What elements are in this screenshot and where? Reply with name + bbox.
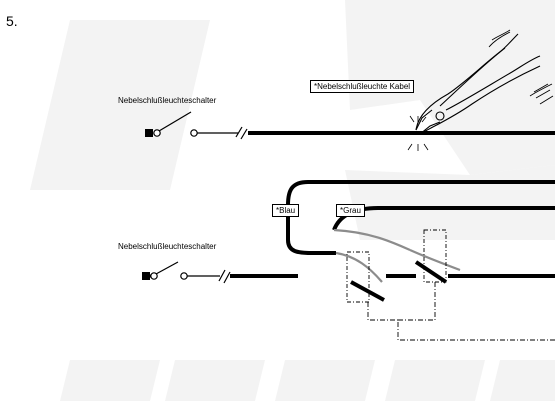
blau-wire — [286, 180, 555, 255]
return-path-upper — [398, 282, 436, 321]
bottom-switch-blade — [155, 261, 179, 275]
splice-connector-icon — [346, 251, 385, 303]
top-switch-terminal-right — [190, 129, 198, 137]
top-switch-terminal-left — [153, 129, 161, 137]
splice-connector-left-outline — [346, 251, 370, 303]
switch-label-top: Nebelschlußleuchteschalter — [118, 96, 217, 105]
splice-connector-left-link — [350, 280, 385, 302]
top-switch-blade — [158, 111, 192, 132]
grau-label: *Grau — [336, 204, 365, 217]
switch-label-bottom: Nebelschlußleuchteschalter — [118, 242, 217, 251]
blau-label: *Blau — [272, 204, 300, 217]
bottom-circuit — [142, 180, 555, 341]
step-number: 5. — [6, 13, 18, 29]
grau-wire-gray-end-2 — [409, 248, 461, 272]
bottom-switch-terminal-right — [180, 272, 188, 280]
bottom-break-mark — [218, 269, 231, 284]
splice-connector-right-link — [414, 260, 448, 284]
top-break-mark — [235, 126, 248, 140]
return-path-lower — [367, 302, 555, 341]
bottom-switch-terminal-left — [150, 272, 158, 280]
wire-cutter-icon — [415, 29, 554, 135]
grau-wire-gray-end — [333, 228, 411, 252]
blau-wire-gray-end — [335, 251, 383, 283]
cable-label: *Nebelschlußleuchte Kabel — [310, 80, 415, 93]
background-watermark — [30, 0, 555, 401]
top-circuit — [145, 111, 555, 151]
